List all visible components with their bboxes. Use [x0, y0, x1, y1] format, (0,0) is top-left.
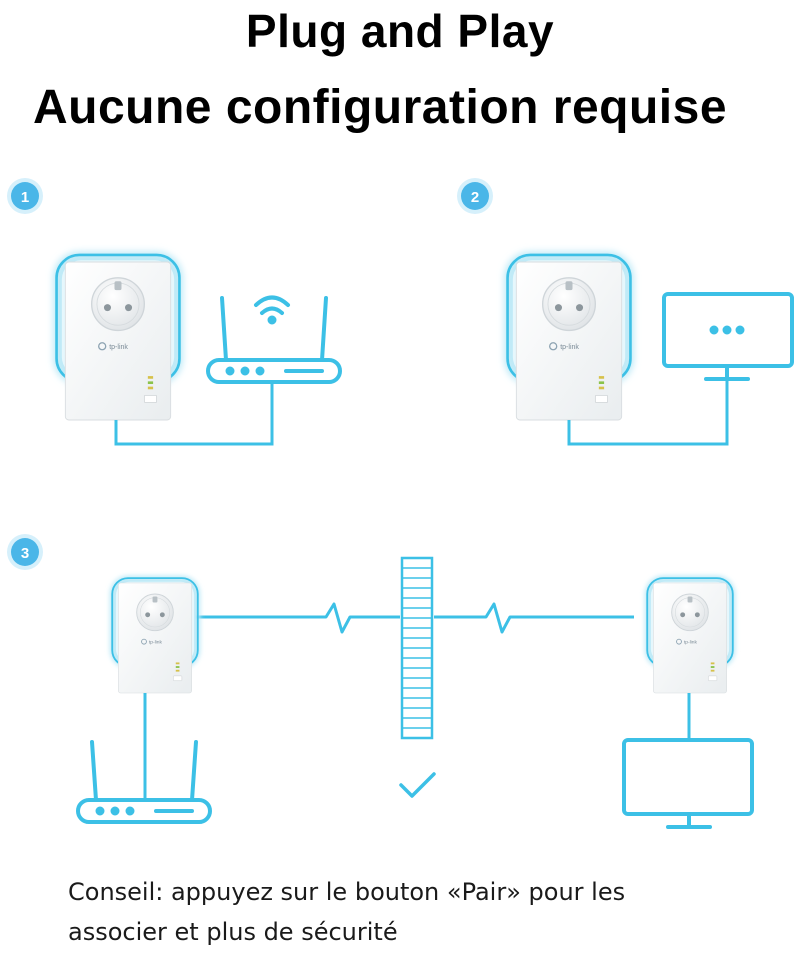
- powerline-adapter-icon: [110, 576, 200, 693]
- step-1: 1: [7, 178, 342, 446]
- page-title: Plug and Play: [245, 5, 555, 57]
- wall-icon: [400, 556, 434, 740]
- monitor-icon: [622, 738, 754, 829]
- page-subtitle: Aucune configuration requise: [32, 81, 728, 134]
- svg-text:1: 1: [21, 189, 29, 206]
- svg-text:2: 2: [471, 189, 479, 206]
- wifi-icon: [254, 295, 290, 325]
- ethernet-cable: [114, 384, 274, 446]
- tip-line-2: associer et plus de sécurité: [68, 918, 398, 946]
- powerline-connection-left: [192, 602, 400, 634]
- powerline-connection-right: [434, 602, 634, 634]
- router-icon: [76, 740, 212, 824]
- step-3: 3: [7, 534, 754, 829]
- checkmark-icon: [399, 772, 436, 798]
- tip-text: Conseil: appuyez sur le bouton «Pair» po…: [68, 872, 768, 952]
- router-icon: [206, 296, 342, 384]
- step-badge-3: 3: [7, 534, 43, 570]
- powerline-adapter-icon: [53, 251, 183, 420]
- powerline-adapter-icon: [645, 576, 735, 693]
- svg-text:3: 3: [21, 545, 29, 562]
- monitor-icon: [662, 292, 794, 381]
- powerline-adapter-icon: [504, 251, 634, 420]
- tip-line-1: Conseil: appuyez sur le bouton «Pair» po…: [68, 878, 626, 906]
- step-badge-1: 1: [7, 178, 43, 214]
- step-badge-2: 2: [457, 178, 493, 214]
- step-2: 2: [457, 178, 794, 446]
- ethernet-cable: [567, 380, 729, 446]
